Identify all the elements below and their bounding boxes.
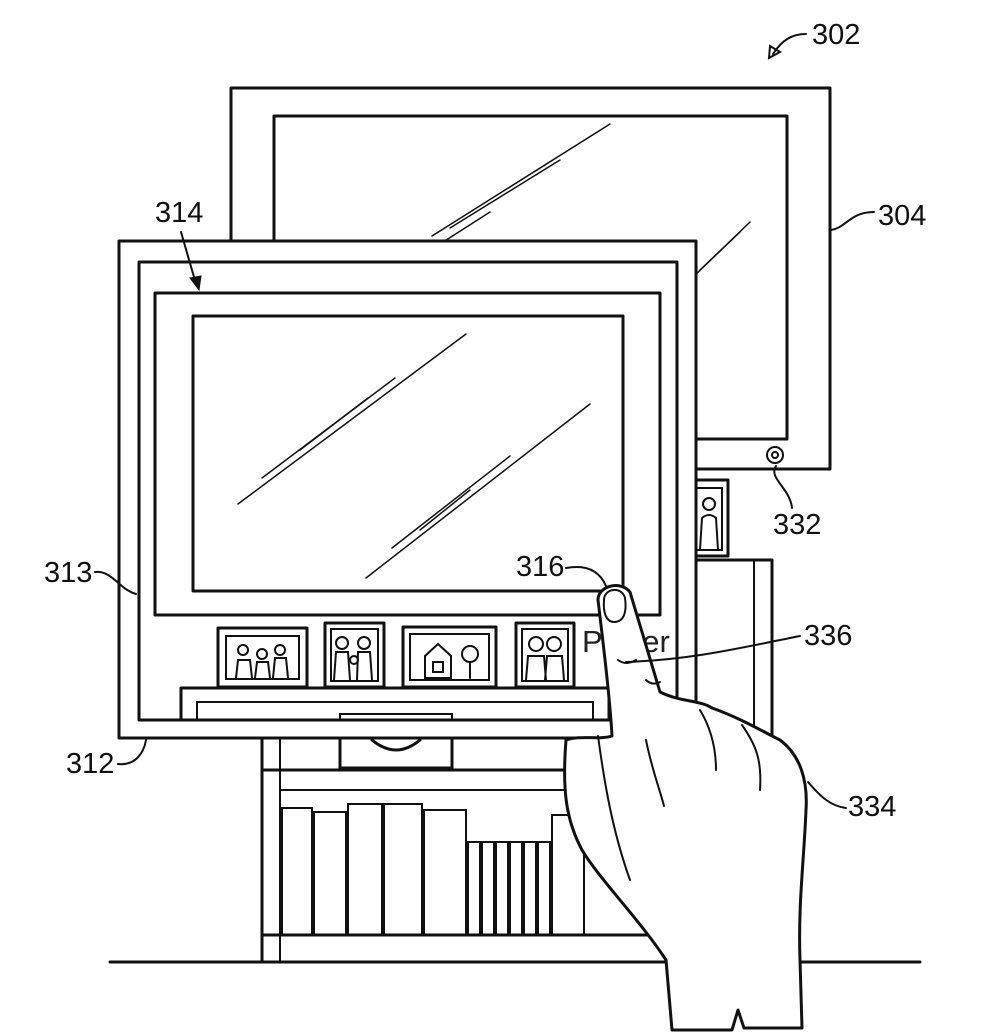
label-332: 332 — [773, 509, 821, 541]
books — [281, 803, 585, 936]
reference-302: 302 — [767, 19, 860, 60]
label-314: 314 — [155, 197, 203, 229]
reference-313: 313 — [44, 557, 137, 595]
label-334: 334 — [848, 791, 896, 823]
label-304: 304 — [878, 200, 926, 232]
device-screen — [153, 291, 662, 722]
label-316: 316 — [516, 551, 564, 583]
reference-304: 304 — [830, 200, 926, 232]
reference-312: 312 — [66, 739, 147, 780]
reference-314: 314 — [155, 197, 203, 292]
hand — [563, 584, 808, 1032]
speaker-unit — [338, 736, 454, 770]
mobile-device: Power — [117, 239, 698, 740]
label-313: 313 — [44, 557, 92, 589]
label-302: 302 — [812, 19, 860, 51]
reference-334: 334 — [807, 781, 896, 823]
reference-336: 336 — [625, 620, 852, 663]
label-312: 312 — [66, 748, 114, 780]
reference-316: 316 — [516, 551, 607, 587]
reference-332: 332 — [773, 465, 821, 541]
camera-icon — [766, 446, 784, 464]
label-336: 336 — [804, 620, 852, 652]
